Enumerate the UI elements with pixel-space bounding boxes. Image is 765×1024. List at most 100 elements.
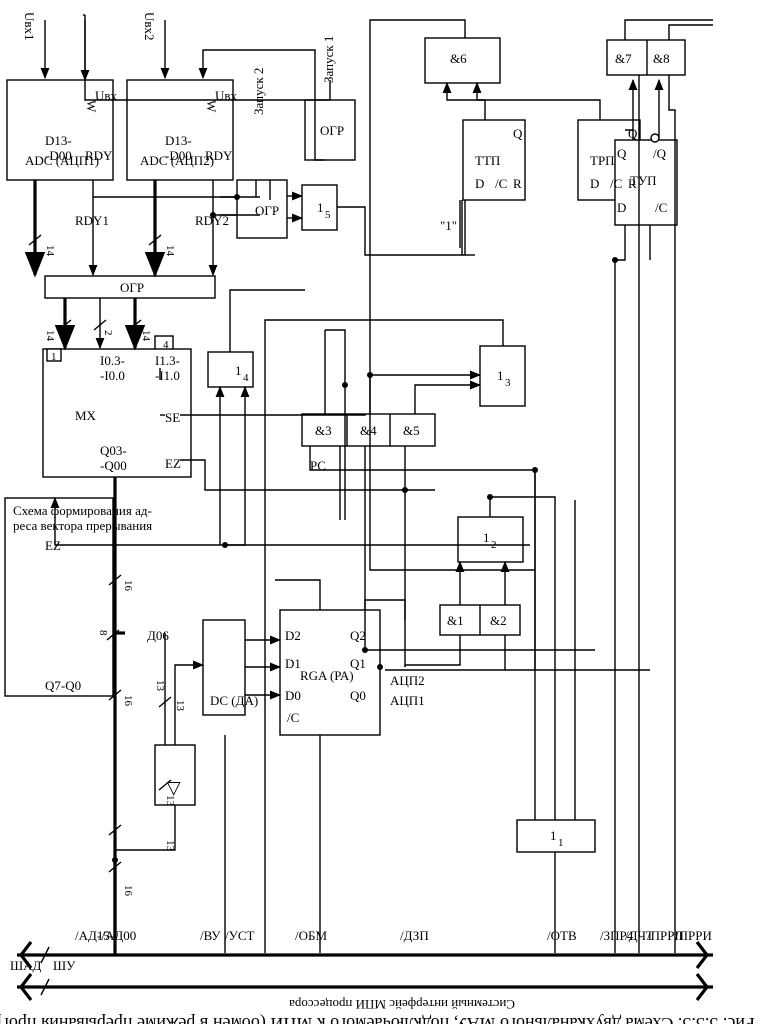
tup-q: Q [617, 146, 627, 161]
rga-d1: D1 [285, 656, 301, 671]
label-n13b: 13 [154, 680, 166, 692]
rga-q0: Q0 [350, 688, 366, 703]
bus-ticks [28, 234, 172, 996]
wire-or2-out [489, 496, 556, 820]
junction-a [342, 382, 348, 388]
wire-ez [180, 459, 435, 491]
sig-otv: /ОТВ [547, 928, 577, 943]
trp-d: D [590, 176, 599, 191]
ogr-bus-block [44, 275, 216, 299]
and6-block [424, 37, 501, 84]
ogr-mid-label: ОГР [255, 203, 279, 218]
wire-vector-ez [50, 496, 530, 546]
rga-c: /C [287, 710, 299, 725]
figure-caption: Рис. 5.3.5. Схема двухканального МАУ, по… [0, 1013, 755, 1024]
mx-num1: 1 [51, 351, 57, 363]
label-n13c: 13 [164, 795, 176, 807]
wire-or4-out [229, 289, 305, 352]
mx-out: Q03- [100, 443, 127, 458]
adc2-w: W [204, 100, 219, 113]
and4-label: &4 [360, 423, 377, 438]
wire-and7-out [624, 19, 713, 40]
mx-ez: EZ [165, 456, 181, 471]
ttp-c: /C [495, 176, 507, 191]
adc1-rdy: RDY [85, 148, 113, 163]
adc2-d: D13- [165, 133, 192, 148]
sig-dzp: /ДЗП [400, 928, 429, 943]
wire-and4-or3 [369, 370, 482, 414]
adc1-uin: Uвх [95, 88, 118, 103]
wire-or4-in1 [225, 385, 250, 546]
adc1-title: ADC (АЦП1) [25, 153, 99, 168]
label-n14b: 14 [164, 245, 176, 257]
wire-and8-out [668, 24, 713, 40]
adc1-d2: -D00 [45, 148, 72, 163]
label-rdy1: RDY1 [75, 213, 109, 228]
or2-label: 1 [483, 530, 490, 545]
tup-d: D [617, 200, 626, 215]
wire-se [180, 414, 366, 416]
label-n14d: 14 [140, 330, 152, 342]
bus-shad: ШАД [10, 958, 42, 973]
and345-block [301, 413, 436, 447]
adc2-labels: ADC (АЦП2) Uвх W D13- -D00 RDY [140, 88, 238, 168]
wire-or5-out [337, 200, 466, 256]
label-n14c: 14 [44, 330, 56, 342]
adc2-block [126, 79, 234, 181]
wire-buf-dc [174, 660, 205, 745]
mx-block [42, 348, 192, 478]
rga-block [279, 609, 381, 736]
wire-and1-in [405, 635, 461, 666]
rga-labels: RGA (РА) D0 D1 D2 Q0 Q1 Q2 /C [285, 628, 366, 725]
adc2-title: ADC (АЦП2) [140, 153, 214, 168]
label-adc-sel1: АЦП1 [390, 693, 425, 708]
ogr-top-label: ОГР [320, 123, 344, 138]
label-pc: PC [310, 458, 326, 473]
junction-bus [112, 857, 118, 863]
label-n2: 2 [102, 330, 114, 336]
vector-labels: Схема формирования ад- реса вектора прер… [13, 503, 152, 693]
label-n16b: 16 [122, 695, 134, 707]
adc2-uin: Uвх [215, 88, 238, 103]
junction-or2 [487, 494, 493, 500]
wire-rga-q1 [364, 599, 406, 667]
trp-c: /C [610, 176, 622, 191]
tup-block [614, 139, 678, 226]
junction-c [402, 487, 408, 493]
ttp-d: D [475, 176, 484, 191]
rga-q2: Q2 [350, 628, 366, 643]
wire-and5-or3 [414, 380, 482, 414]
bus-system: Системный интерфейс МПИ процессора [289, 997, 515, 1012]
and1-label: &1 [447, 613, 464, 628]
ttp-title: ТТП [475, 153, 500, 168]
wire-prri [668, 75, 676, 953]
label-one: "1" [440, 218, 457, 233]
signal-labels: /АД15- -/АД00 /ВУ /УСТ /ОБМ /ДЗП /ОТВ /З… [75, 928, 712, 943]
mx-se: SE [165, 410, 180, 425]
adc1-w: W [84, 100, 99, 113]
label-adc-sel2: АЦП2 [390, 673, 425, 688]
sig-ust: /УСТ [225, 928, 254, 943]
wire-tup-d [615, 225, 626, 261]
bus-shu: ШУ [53, 958, 76, 973]
or3-sub: 3 [505, 377, 511, 389]
trp-r: R [628, 176, 637, 191]
mx-in2b: -I1.0 [155, 368, 180, 383]
or2-sub: 2 [491, 539, 497, 551]
wire-or3-out [264, 319, 504, 953]
wire-trp-and6 [472, 81, 601, 120]
or5-label: 1 [317, 200, 324, 215]
vector-l2: реса вектора прерывания [13, 518, 152, 533]
mx-in1b: -I0.0 [100, 368, 125, 383]
wire-ttp-and6 [442, 81, 486, 120]
trp-q: Q [628, 126, 638, 141]
mx-num1-box [46, 348, 62, 362]
sig-prrp: /ПРРП [647, 928, 684, 943]
or4-label: 1 [235, 363, 242, 378]
and2-label: &2 [490, 613, 507, 628]
label-n14a: 14 [44, 245, 56, 257]
tup-title: ТУП [630, 173, 657, 188]
label-start2: Запуск 2 [251, 68, 266, 115]
